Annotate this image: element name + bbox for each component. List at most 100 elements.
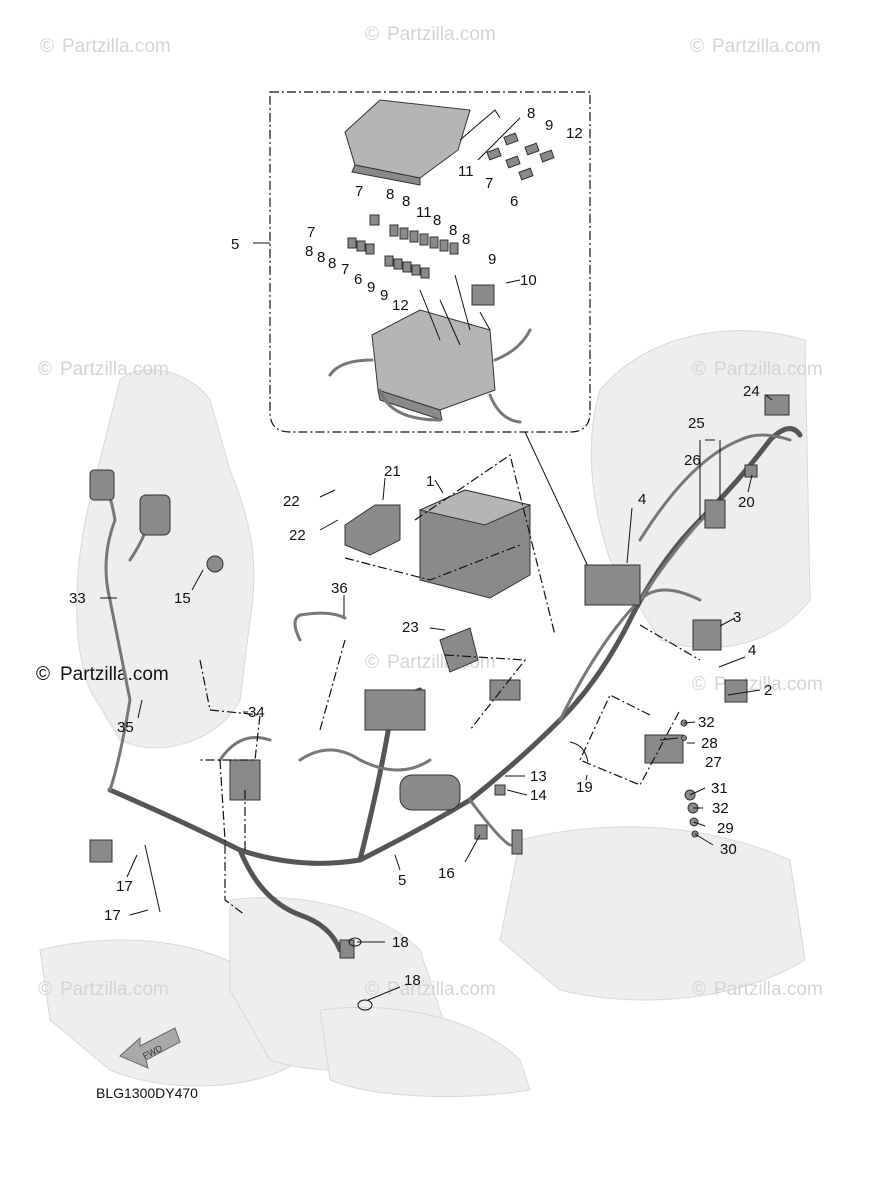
watermark-symbol: © (692, 359, 706, 380)
fuse-icon (399, 227, 409, 240)
fuse-icon (411, 264, 421, 276)
watermark-text: Partzilla.com (387, 652, 496, 673)
wiring-harness (89, 394, 803, 1011)
connector-icon (139, 494, 171, 536)
watermark-text: Partzilla.com (714, 359, 823, 380)
fuse-icon (449, 242, 459, 255)
diagram-code: BLG1300DY470 (96, 1085, 198, 1101)
callouts: 1 2 3 4 4 5 13 14 15 16 17 17 18 18 19 2… (69, 383, 772, 989)
connector-icon (584, 564, 641, 606)
callout-label: 28 (701, 735, 718, 752)
fuse-icon (347, 237, 357, 249)
callout-label: 21 (384, 463, 401, 480)
callout-label: 18 (404, 972, 421, 989)
callout-label: 22 (289, 527, 306, 544)
callout-label: 20 (738, 494, 755, 511)
callout-label: 17 (104, 907, 121, 924)
connector-icon (704, 499, 726, 529)
connector-icon (89, 839, 113, 863)
fuse-icon (518, 167, 534, 181)
connector-icon (489, 679, 521, 701)
clip-icon (494, 784, 506, 796)
callout-label: 8 (386, 186, 394, 203)
fuse-icon (539, 149, 555, 163)
watermark-text: Partzilla.com (387, 979, 496, 1000)
callout-label: 5 (398, 872, 406, 889)
callout-label: 15 (174, 590, 191, 607)
connector-icon (764, 394, 790, 416)
group-brackets (199, 454, 701, 916)
callout-label: 36 (331, 580, 348, 597)
connector-icon (692, 619, 722, 651)
callout-label: 7 (341, 261, 349, 278)
callout-label: 10 (520, 272, 537, 289)
callout-label: 33 (69, 590, 86, 607)
grommet-icon (206, 555, 224, 573)
watermark-symbol: © (38, 359, 52, 380)
callout-label: 1 (426, 473, 434, 490)
callout-label: 17 (116, 878, 133, 895)
fuse-row (347, 214, 459, 279)
connector-icon (511, 829, 523, 855)
callout-label: 24 (743, 383, 760, 400)
callout-label: 32 (712, 800, 729, 817)
leader-lines (100, 394, 773, 1001)
coupler-icon (399, 774, 461, 811)
watermark-text: Partzilla.com (387, 24, 496, 45)
callout-label: 16 (438, 865, 455, 882)
callout-label: 13 (530, 768, 547, 785)
fuse-icon (420, 267, 430, 279)
fuse-icon (524, 142, 540, 156)
callout-label: 9 (488, 251, 496, 268)
callout-label: 14 (530, 787, 547, 804)
fuse-icon (409, 230, 419, 243)
callout-label: 23 (402, 619, 419, 636)
fuse-box-inset: 5 8 9 12 11 7 6 7 8 8 11 8 8 8 7 8 8 8 7… (231, 91, 591, 433)
callout-label: 8 (317, 249, 325, 266)
callout-label: 8 (449, 222, 457, 239)
connector-icon (744, 464, 758, 478)
watermark-symbol: © (365, 652, 379, 673)
callout-label: 8 (328, 255, 336, 272)
watermark-symbol: © (692, 979, 706, 1000)
watermark-symbol: © (38, 979, 52, 1000)
callout-label: 2 (764, 682, 772, 699)
connector-icon (89, 469, 115, 501)
fuse-icon (419, 233, 429, 246)
callout-label: 9 (545, 117, 553, 134)
watermark-text: Partzilla.com (60, 979, 169, 1000)
fuse-icon (503, 132, 519, 146)
callout-label: 7 (485, 175, 493, 192)
relay-bracket-icon (344, 504, 401, 556)
callout-label: 4 (748, 642, 756, 659)
watermarks: © Partzilla.com © Partzilla.com © Partzi… (36, 24, 823, 1000)
fuse-icon (402, 261, 412, 273)
fuse-icon (429, 236, 439, 249)
watermark-symbol: © (690, 36, 704, 57)
main-watermark-text: Partzilla.com (60, 664, 169, 685)
callout-label: 30 (720, 841, 737, 858)
callout-label: 34 (248, 704, 265, 721)
fuse-icon (369, 214, 380, 226)
watermark-symbol: © (40, 36, 54, 57)
watermark-text: Partzilla.com (712, 36, 821, 57)
callout-label: 31 (711, 780, 728, 797)
callout-label: 11 (416, 204, 432, 221)
main-watermark-symbol: © (36, 664, 50, 685)
callout-label: 8 (305, 243, 313, 260)
fuse-icon (505, 155, 521, 169)
callout-label: 8 (433, 212, 441, 229)
fuse-icon (393, 258, 403, 270)
callout-label: 19 (576, 779, 593, 796)
fuse-icon (486, 147, 502, 161)
watermark-symbol: © (365, 979, 379, 1000)
fuse-icon (384, 255, 394, 267)
callout-label: 8 (402, 193, 410, 210)
watermark-text: Partzilla.com (714, 979, 823, 1000)
callout-label: 26 (684, 452, 701, 469)
callout-label: 12 (566, 125, 583, 142)
callout-label: 32 (698, 714, 715, 731)
callout-label: 25 (688, 415, 705, 432)
relay-icon (471, 284, 495, 306)
